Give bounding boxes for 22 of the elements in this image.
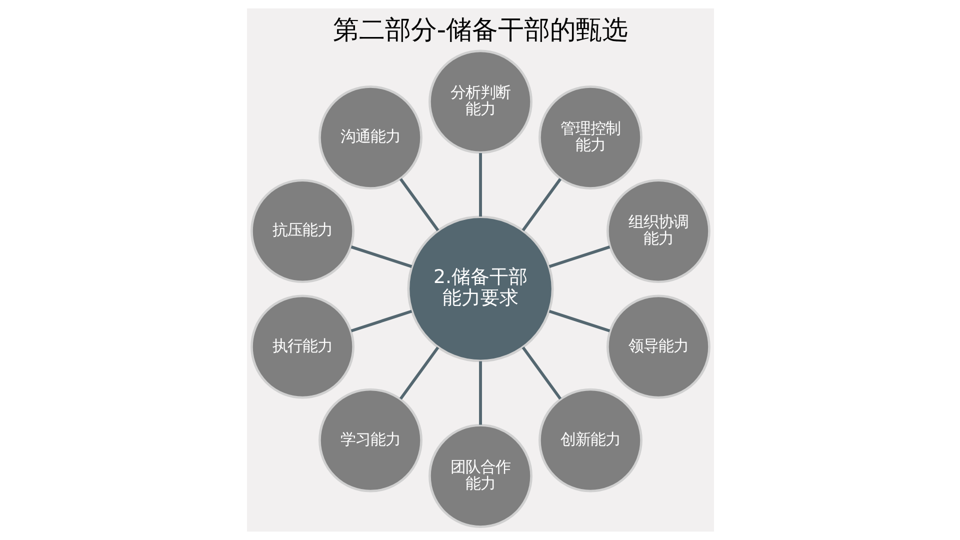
node-circle: 执行能力: [250, 294, 354, 399]
node-circle: 领导能力: [606, 294, 710, 399]
connector: [521, 346, 562, 400]
node-circle: 沟通能力: [318, 86, 422, 190]
node-circle: 学习能力: [318, 388, 422, 492]
connector: [548, 310, 610, 332]
node-circle: 2.储备干部能力要求: [406, 216, 554, 362]
connector: [478, 361, 482, 425]
node-circle: 创新能力: [538, 388, 642, 492]
connector: [350, 246, 412, 268]
connector: [398, 346, 439, 400]
connector: [478, 153, 482, 217]
connector: [398, 178, 439, 232]
node-circle: 团队合作能力: [428, 424, 532, 528]
node-circle: 分析判断能力: [428, 50, 532, 154]
node-circle: 组织协调能力: [606, 179, 710, 284]
connector: [350, 310, 412, 332]
connector: [521, 178, 562, 232]
connector: [548, 246, 610, 268]
diagram-title: 第二部分-储备干部的甄选: [332, 16, 628, 46]
node-circle: 抗压能力: [250, 179, 354, 284]
node-circle: 管理控制能力: [538, 86, 642, 190]
